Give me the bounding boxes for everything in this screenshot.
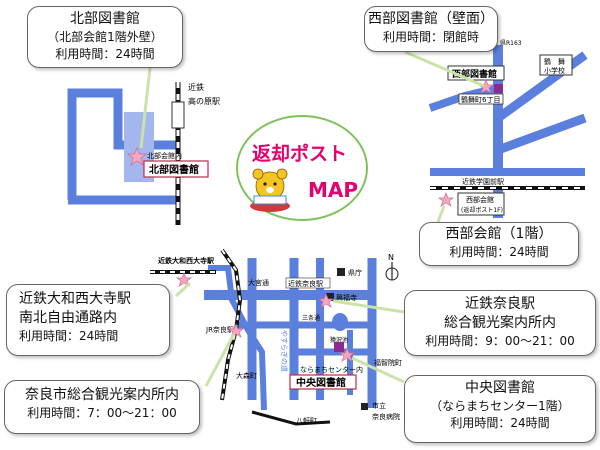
- compass-icon: N: [385, 253, 399, 281]
- school-label: 小学校: [544, 66, 565, 75]
- bear-reading-icon: [250, 168, 290, 212]
- west-hall-label: 西部会館: [466, 195, 494, 204]
- prefecture-label: 県庁: [348, 268, 362, 277]
- prefecture-marker: [337, 268, 345, 276]
- west-library-marker: [494, 84, 503, 93]
- omiyacho-label: 大森町: [236, 371, 257, 380]
- callout-tourism-hours: 利用時間：7：00～21：00: [27, 406, 177, 420]
- railway: [251, 410, 331, 426]
- callout-north-detail: （北部会館1階外壁）: [47, 30, 163, 44]
- jr-nara-label: JR奈良駅: [205, 325, 234, 334]
- jr-railway: [221, 249, 242, 401]
- saidaiji-label: 近鉄大和西大寺駅: [158, 256, 215, 265]
- kintetsu-nara-star-icon: [317, 293, 335, 308]
- school-box: [539, 54, 573, 76]
- north-library-box: [143, 160, 209, 178]
- takanohara-station: [171, 101, 185, 129]
- callout-saidaiji-name: 近鉄大和西大寺駅: [19, 291, 131, 307]
- hospital-label: 奈良病院: [372, 412, 400, 421]
- callout-west-library: 西部図書館（壁面） 利用時間：閉館時: [364, 6, 498, 52]
- tsurumai-label: 鶴舞町6丁目: [461, 95, 500, 104]
- omiya-label: 大宮通: [248, 278, 269, 287]
- callout-north-library: 北部図書館 （北部会館1階外壁） 利用時間：24時間: [27, 6, 183, 68]
- callout-city-tourism: 奈良市総合観光案内所内 利用時間：7：00～21：00: [4, 380, 200, 434]
- west-hall-box: [457, 192, 505, 216]
- callout-saidaiji-hours: 利用時間：24時間: [19, 329, 119, 343]
- central-library-marker: [334, 342, 344, 352]
- hasshi-label: 八軒町: [296, 417, 317, 425]
- north-library-label: 北部図書館: [149, 163, 199, 176]
- sanjo-label: 三条通: [302, 314, 320, 322]
- central-library-box: [289, 374, 357, 390]
- callout-west-hall: 西部会館（1階） 利用時間：24時間: [419, 222, 579, 266]
- callout-tourism-name: 奈良市総合観光案内所内: [25, 387, 179, 403]
- saidaiji-pointer: [174, 281, 192, 298]
- callout-central-detail: （ならまちセンター1階）: [430, 399, 570, 413]
- west-hall-sublabel: (返却ポスト1F): [461, 206, 503, 214]
- route-163-label: 県R163: [500, 40, 522, 47]
- takanohara-label: 高の原駅: [188, 96, 220, 106]
- sarusawa-pond: [332, 313, 348, 331]
- callout-saidaiji-detail: 南北自由通路内: [19, 310, 117, 326]
- school-label: 鶴 舞: [544, 57, 565, 66]
- callout-north-hours: 利用時間：24時間: [55, 47, 155, 61]
- title-text: 返却ポスト: [252, 142, 347, 165]
- fukuchiin-label: 福智院町: [374, 358, 402, 367]
- callout-central-library: 中央図書館 （ならまちセンター1階） 利用時間：24時間: [404, 375, 596, 443]
- center-title-area: 返却ポスト MAP: [236, 115, 368, 221]
- callout-west-hall-hours: 利用時間：24時間: [449, 245, 549, 259]
- saidaiji-star-icon: [175, 272, 193, 287]
- central-area-map: 近鉄大和西大寺駅 大宮通 近鉄奈良駅 県庁 興福寺 三条通 やすらぎの道 猿沢池…: [150, 248, 405, 426]
- callout-central-hours: 利用時間：24時間: [450, 416, 550, 430]
- north-post-star-icon: [126, 146, 148, 166]
- callout-saidaiji: 近鉄大和西大寺駅 南北自由通路内 利用時間：24時間: [6, 284, 170, 356]
- central-library-pointer: [351, 356, 405, 384]
- kintetsu-nara-pointer: [332, 299, 405, 314]
- callout-north-name: 北部図書館: [70, 11, 140, 27]
- callout-kintetsu-detail: 総合観光案内所内: [444, 315, 556, 331]
- yasuragi-label: やすらぎの道: [280, 330, 289, 372]
- kofukuji-marker: [326, 293, 334, 301]
- kofukuji-label: 興福寺: [336, 293, 357, 302]
- center-sub-label: ならまちセンター内: [300, 365, 363, 374]
- callout-kintetsu-nara: 近鉄奈良駅 総合観光案内所内 利用時間：9：00～21：00: [404, 290, 596, 356]
- west-area-map: 県R163 西部図書館 鶴 舞 小学校 鶴舞町6丁目 近鉄学園前駅 西部会館 (…: [404, 40, 588, 223]
- north-area-map: 近鉄 高の原駅 北部会館内 北部図書館: [67, 67, 220, 225]
- tsurumai-box: [458, 93, 504, 105]
- callout-kintetsu-name: 近鉄奈良駅: [465, 296, 535, 312]
- hospital-marker: [361, 403, 368, 410]
- sarusawa-label: 猿沢池: [330, 336, 348, 344]
- callout-west-name: 西部図書館（壁面）: [368, 11, 494, 27]
- central-library-star-icon: [338, 347, 356, 362]
- city-tourism-pointer: [204, 333, 236, 387]
- subtitle-text: MAP: [308, 178, 358, 202]
- kintetsu-nara-box: [285, 277, 331, 289]
- gakuenmae-label: 近鉄学園前駅: [462, 177, 504, 186]
- callout-west-hours: 利用時間：閉館時: [382, 30, 479, 44]
- kintetsu-nara-label: 近鉄奈良駅: [288, 279, 323, 288]
- west-hall-pointer: [436, 205, 446, 223]
- north-pointer: [139, 67, 152, 149]
- takanohara-label: 近鉄: [188, 82, 204, 92]
- central-library-label: 中央図書館: [296, 376, 346, 389]
- gakuenmae-box: [452, 176, 514, 186]
- svg-text:N: N: [388, 253, 394, 262]
- west-pointer: [404, 50, 485, 88]
- callout-central-name: 中央図書館: [465, 380, 535, 396]
- callout-west-hall-name: 西部会館（1階）: [445, 226, 553, 242]
- callout-kintetsu-hours: 利用時間：9：00～21：00: [425, 334, 575, 348]
- west-road: [496, 113, 587, 155]
- west-hall-star-icon: [437, 192, 455, 207]
- hospital-label: 市立: [372, 401, 386, 410]
- north-hall-label: 北部会館内: [147, 151, 182, 160]
